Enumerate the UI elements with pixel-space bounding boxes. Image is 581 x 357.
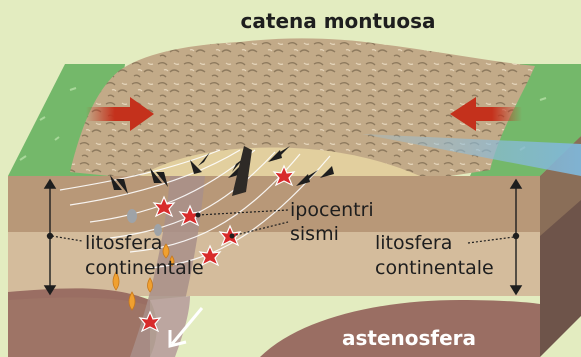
hypocenters-label-line2: sismi	[290, 223, 339, 245]
leader-dot	[230, 234, 235, 239]
asthenosphere-label: astenosfera	[342, 326, 476, 350]
hypocenters-label-line1: ipocentri	[290, 199, 374, 221]
title-label: catena montuosa	[241, 9, 436, 33]
lithosphere-right-label-line2: continentale	[375, 257, 494, 279]
lithosphere-right-label-line1: litosfera	[375, 232, 452, 254]
lithosphere-left-label-line2: continentale	[85, 257, 204, 279]
leader-dot	[196, 213, 201, 218]
lithosphere-left-label-line1: litosfera	[85, 232, 162, 254]
crust-upper-layer	[8, 176, 540, 232]
mantle-lower-left	[8, 298, 150, 357]
